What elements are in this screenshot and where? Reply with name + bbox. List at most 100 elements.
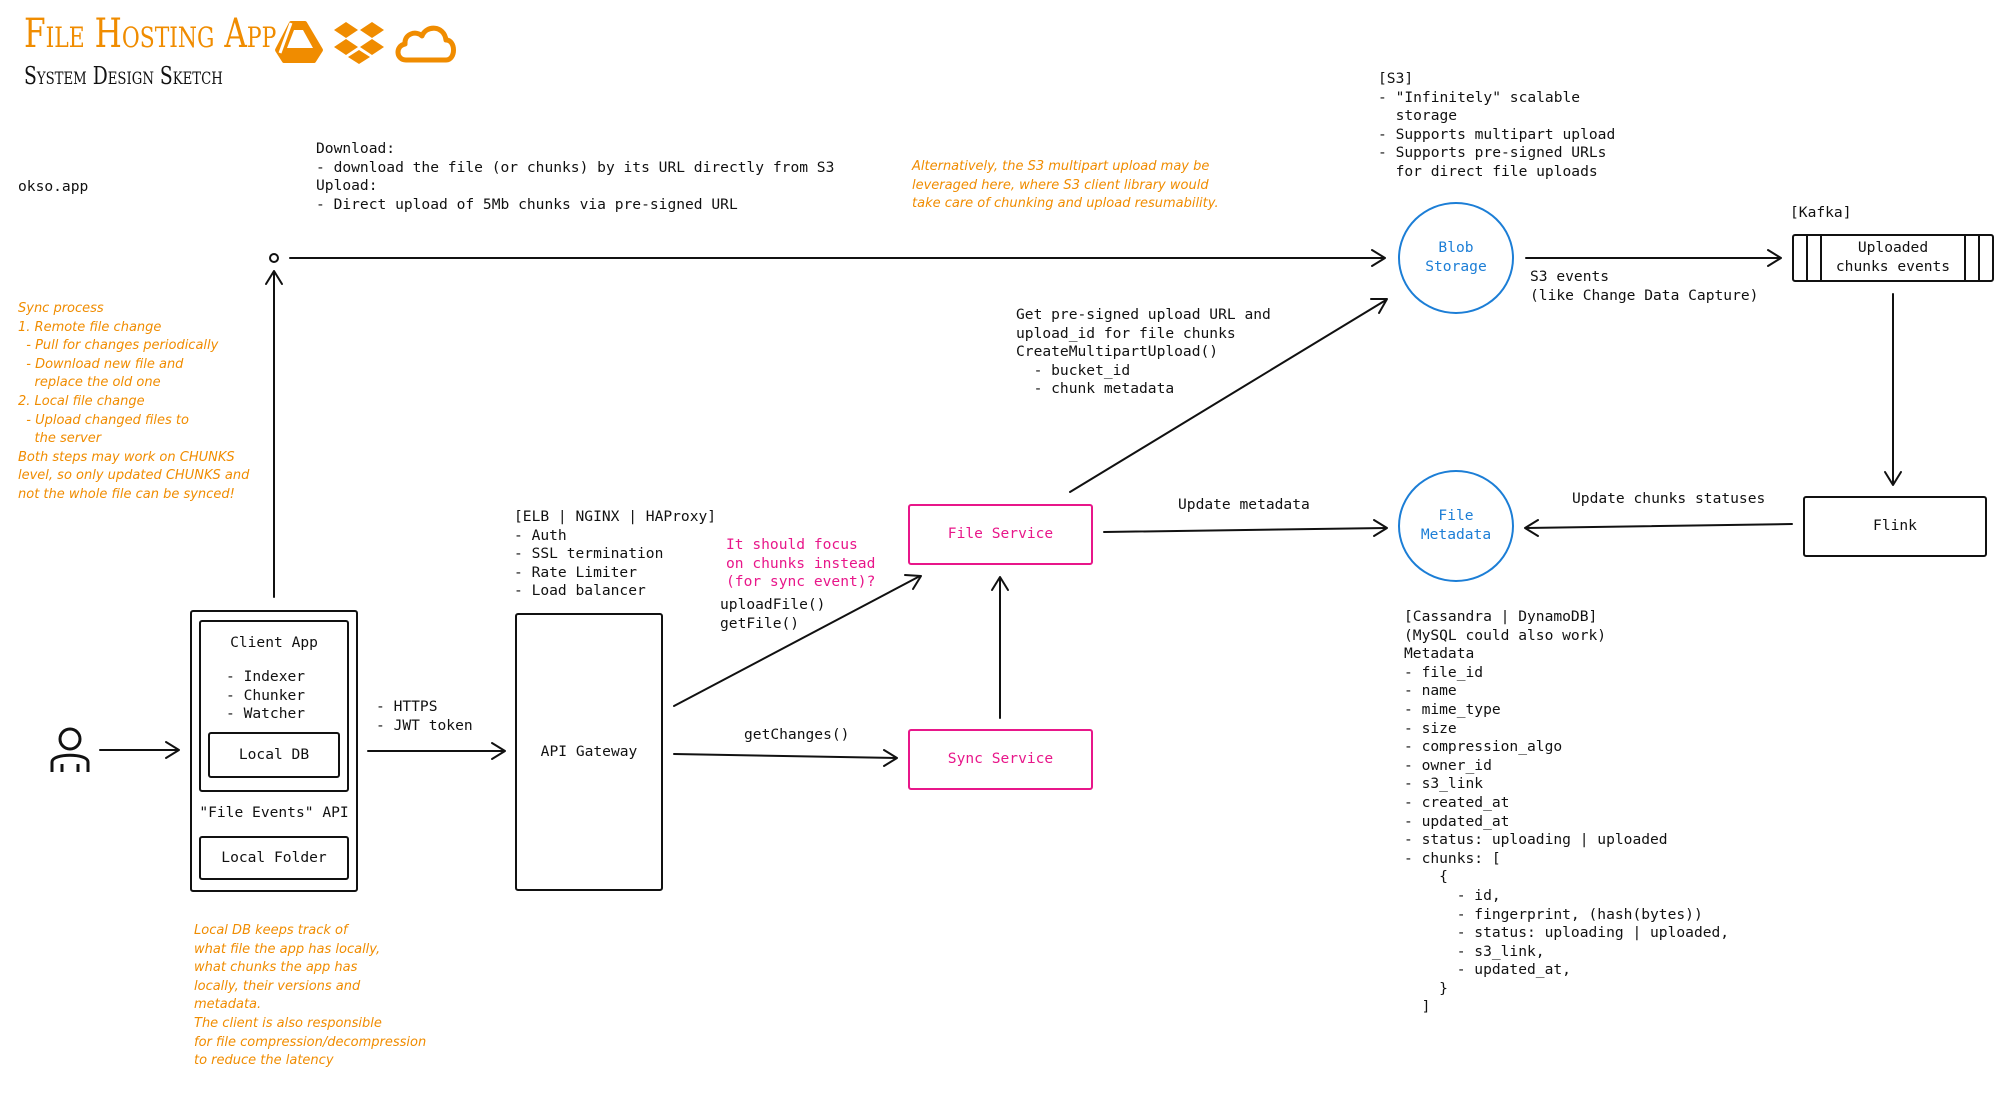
api-gateway-box: API Gateway [515,613,663,891]
s3-events-label: S3 events (like Change Data Capture) [1530,268,1758,305]
arrow-flink-to-metadata [1524,519,1793,537]
note-line: } [1404,979,1448,997]
note-line: Sync process [18,301,104,316]
note-line: - Auth [514,526,567,544]
note-line: (like Change Data Capture) [1530,286,1759,304]
note-line: - Supports pre-signed URLs [1378,144,1607,162]
kafka-queue-box [1792,234,1994,282]
multipart-note: Alternatively, the S3 multipart upload m… [912,158,1219,214]
local-db-box: Local DB [208,732,340,778]
presigned-url-note: Get pre-signed upload URL and upload_id … [1016,306,1271,399]
note-line: - s3_link, [1404,942,1545,960]
note-line: - Download new file and [18,356,184,372]
focus-question-note: It should focus on chunks instead (for s… [726,536,875,592]
queue-label-line: chunks events [1835,258,1951,275]
module-chunker: - Chunker [226,686,306,704]
note-line: - Pull for changes periodically [18,338,219,354]
cloud-icon [395,25,456,63]
note-line: take care of chunking and upload resumab… [912,196,1219,212]
note-line: 2. Local file change [18,393,145,409]
sync-service-box: Sync Service [908,729,1093,790]
kafka-queue-label: Uploaded chunks events [1822,238,1964,278]
queue-divider [1978,234,1980,282]
note-line: Both steps may work on CHUNKS [18,449,235,465]
queue-divider [1806,234,1808,282]
note-line: - name [1404,682,1457,700]
module-indexer: - Indexer [226,668,306,685]
note-line: - fingerprint, (hash(bytes)) [1404,905,1703,923]
note-line: - status: uploading | uploaded [1404,831,1668,849]
arrow-file-service-to-metadata [1103,519,1388,537]
blob-storage-node: Blob Storage [1398,202,1514,314]
note-line: - compression_algo [1404,738,1563,756]
arrow-direct-to-blob [289,249,1386,267]
flink-box: Flink [1803,496,1987,557]
note-line: what file the app has locally, [194,941,381,957]
local-folder-label: Local Folder [221,848,327,866]
local-db-note: Local DB keeps track of what file the ap… [194,922,426,1071]
user-icon [50,727,90,772]
note-line: It should focus [726,536,858,553]
note-line: - JWT token [376,716,473,734]
note-line: - Upload changed files to [18,412,189,428]
file-metadata-label-line: File [1438,507,1474,525]
get-changes-label: getChanges() [744,726,850,743]
note-line: 1. Remote file change [18,319,162,335]
metadata-schema-note: [Cassandra | DynamoDB] (MySQL could also… [1404,608,1729,1017]
file-service-label: File Service [947,525,1054,543]
note-line: not the whole file can be synced! [18,486,235,502]
note-line: - Supports multipart upload [1378,125,1616,143]
dropbox-icon [334,22,384,64]
download-upload-note: Download: - download the file (or chunks… [316,140,834,214]
note-line: - size [1404,719,1457,737]
note-line: Download: [316,140,396,157]
api-gateway-label: API Gateway [540,742,638,760]
site-label: okso.app [18,178,89,195]
note-line: for file compression/decompression [194,1034,427,1050]
note-line: - download the file (or chunks) by its U… [316,158,835,176]
note-line: (MySQL could also work) [1404,626,1607,644]
s3-note: [S3] - "Infinitely" scalable storage - S… [1378,70,1615,182]
note-line: { [1404,868,1448,886]
note-line: - Direct upload of 5Mb chunks via pre-si… [316,195,738,213]
note-line: Local DB keeps track of [194,923,348,938]
note-line: what chunks the app has [194,960,358,976]
client-app-container [190,610,358,892]
update-metadata-label: Update metadata [1178,496,1310,513]
note-line: Alternatively, the S3 multipart upload m… [912,159,1210,174]
note-line: locally, their versions and [194,978,361,994]
queue-divider [1964,234,1966,282]
note-line: - SSL termination [514,545,664,563]
note-line: uploadFile() [720,596,826,613]
note-line: - HTTPS [376,698,438,715]
note-line: - "Infinitely" scalable [1378,88,1581,106]
note-line: level, so only updated CHUNKS and [18,468,250,484]
queue-label-line: Uploaded [1857,239,1929,257]
note-line: Metadata [1404,645,1475,663]
note-line: - chunk metadata [1016,380,1175,398]
note-line: [Cassandra | DynamoDB] [1404,608,1598,625]
note-line: to reduce the latency [194,1053,334,1069]
note-line: - Load balancer [514,582,646,600]
note-line: - updated_at [1404,812,1510,830]
note-line: upload_id for file chunks [1016,324,1236,342]
blob-storage-label-line: Blob [1438,239,1474,257]
note-line: - id, [1404,886,1501,904]
local-folder-box: Local Folder [199,836,349,880]
arrow-kafka-to-flink [1884,293,1902,486]
arrow-gateway-to-sync-service [673,749,898,767]
arrow-client-up [265,270,283,598]
blob-storage-label-line: Storage [1425,258,1487,275]
file-metadata-label-line: Metadata [1420,526,1492,543]
note-line: the server [18,431,102,447]
note-line: S3 events [1530,268,1610,285]
kafka-label: [Kafka] [1790,204,1852,221]
note-line: - status: uploading | uploaded, [1404,924,1730,942]
https-label: - HTTPS - JWT token [376,698,473,735]
note-line: - chunks: [ [1404,849,1501,867]
note-line: for direct file uploads [1378,162,1598,180]
arrow-blob-to-kafka [1525,249,1782,267]
gateway-note: [ELB | NGINX | HAProxy] - Auth - SSL ter… [514,508,716,601]
note-line: (for sync event)? [726,573,876,591]
note-line: The client is also responsible [194,1015,382,1031]
